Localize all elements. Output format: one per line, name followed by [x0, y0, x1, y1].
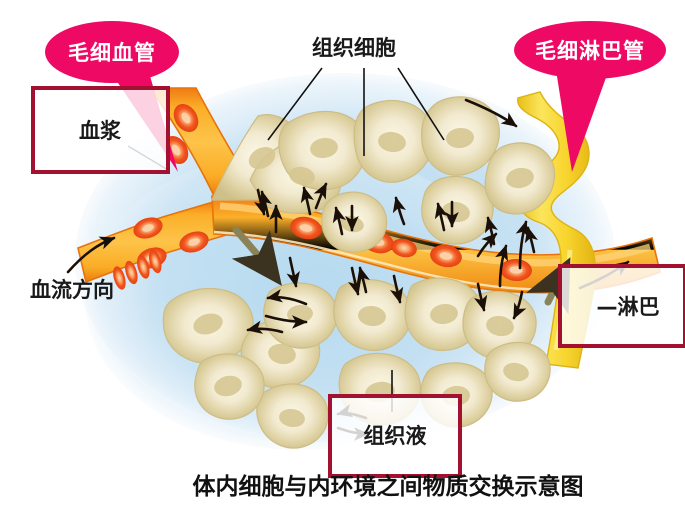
- leader-tissue-cell-left: [267, 67, 323, 141]
- boxed-label-tissue-fluid[interactable]: 组织液: [328, 394, 462, 478]
- plasma-box: [31, 86, 170, 174]
- callout-capillary-label: 毛细血管: [68, 41, 156, 65]
- red-blood-cells: [113, 104, 532, 290]
- figure-caption: 体内细胞与内环境之间物质交换示意图: [193, 473, 584, 500]
- callout-lymph-capillary-bubble: [514, 21, 666, 79]
- plasma-label: 血浆: [79, 119, 122, 143]
- lymph-label: —淋巴: [597, 295, 660, 319]
- callout-lymph-capillary[interactable]: 毛细淋巴管: [514, 21, 666, 172]
- callout-lymph-capillary-tail: [556, 70, 608, 172]
- lymph-box: [558, 264, 685, 348]
- tissue-fluid-box: [328, 394, 462, 478]
- leader-blood-flow: [66, 236, 116, 274]
- tissue-fluid-label: 组织液: [364, 424, 427, 448]
- blood-flow-direction-label: 血流方向: [30, 278, 114, 302]
- tissue-cells-label: 组织细胞: [312, 36, 396, 60]
- callout-lymph-capillary-label: 毛细淋巴管: [535, 39, 645, 63]
- boxed-label-lymph[interactable]: —淋巴: [558, 264, 685, 348]
- leader-tissue-cell-right: [397, 67, 445, 141]
- boxed-label-plasma[interactable]: 血浆: [31, 86, 170, 174]
- callout-capillary-bubble: [45, 21, 179, 83]
